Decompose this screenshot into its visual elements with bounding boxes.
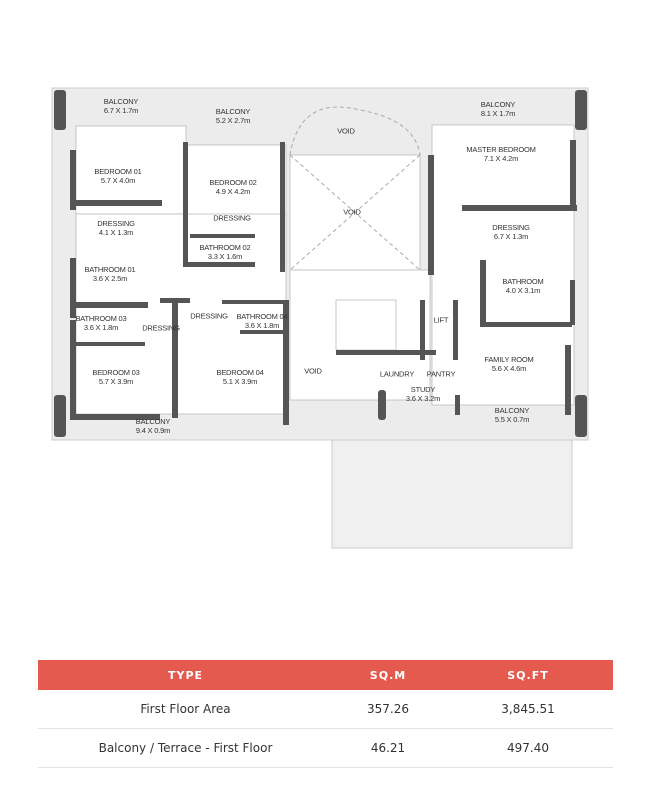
header-sqm: SQ.M [369,668,407,682]
table-row: First Floor Area 357.26 3,845.51 [38,690,613,729]
room-label-void-3: VOID [304,366,322,376]
room-label-dressing-b4: DRESSING [190,311,228,321]
cell-sqm: 357.26 [367,702,409,716]
cell-type: First Floor Area [140,702,231,716]
floor-plan-drawing [51,87,589,549]
cell-sqft: 497.40 [507,741,549,755]
room-label-laundry: LAUNDRY [379,369,415,379]
header-type: TYPE [167,668,204,682]
stairs [335,299,397,351]
west-wing-area [75,213,287,415]
room-label-void-2: VOID [343,207,361,217]
terrace [331,439,573,549]
bedroom-01-area [75,125,187,215]
room-label-lift: LIFT [433,315,449,325]
room-label-pantry: PANTRY [426,369,456,379]
cell-type: Balcony / Terrace - First Floor [98,741,273,755]
room-label-dressing-b3: DRESSING [142,323,180,333]
room-label-dressing-b2: DRESSING [213,213,251,223]
area-table: TYPE SQ.M SQ.FT First Floor Area 357.26 … [38,660,613,768]
table-row: Balcony / Terrace - First Floor 46.21 49… [38,729,613,768]
cell-sqft: 3,845.51 [501,702,555,716]
cell-sqm: 46.21 [370,741,406,755]
header-sqft: SQ.FT [507,668,549,682]
room-label-void-1: VOID [337,126,355,136]
table-header: TYPE SQ.M SQ.FT [38,660,613,690]
